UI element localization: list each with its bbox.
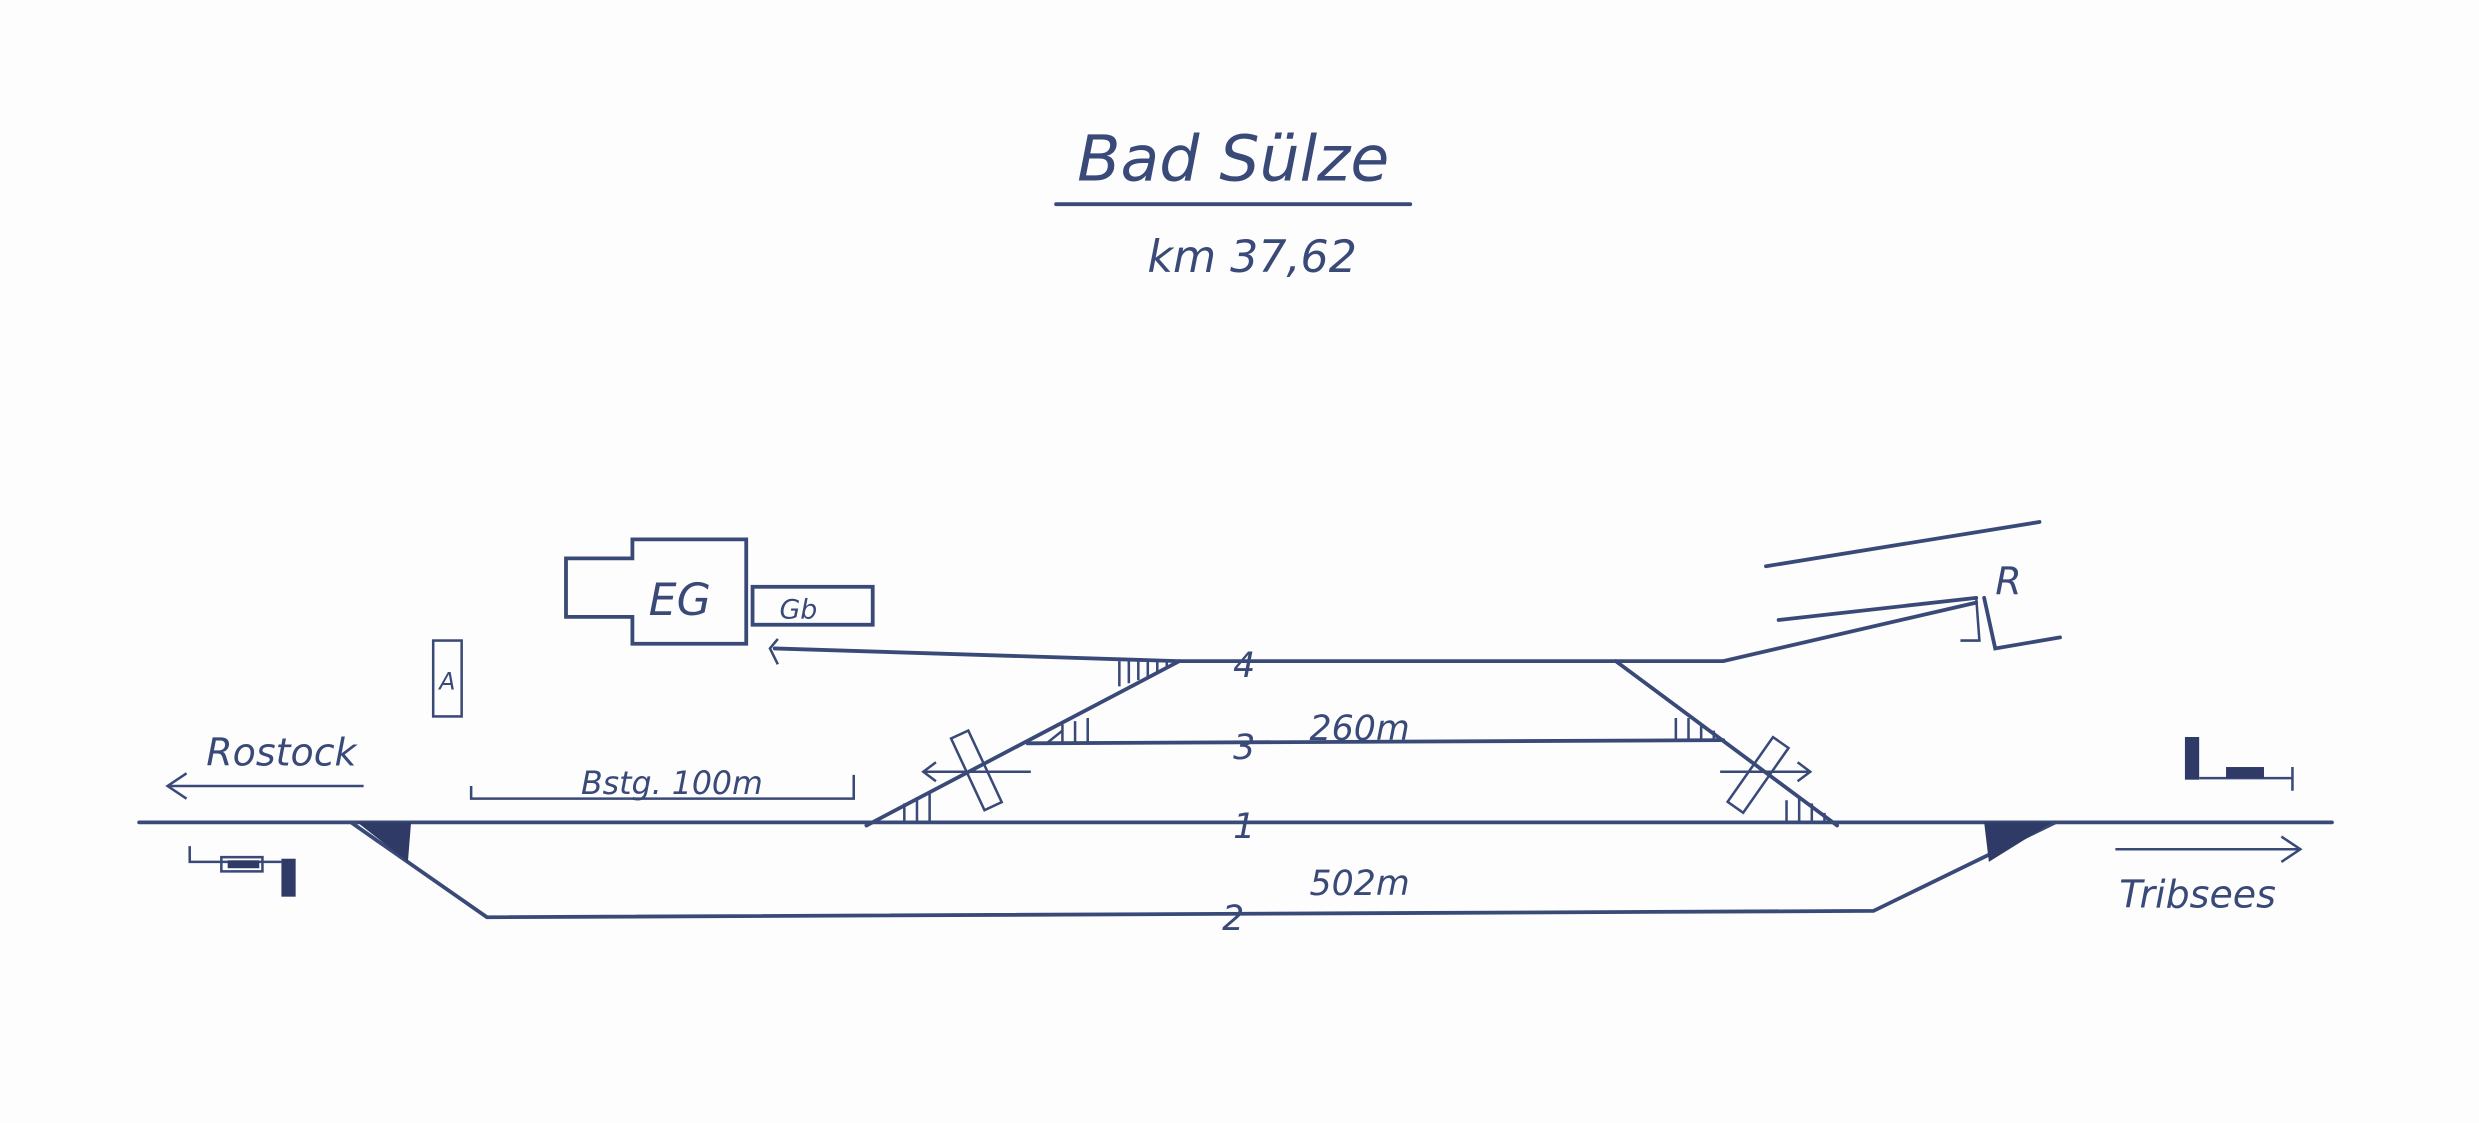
track-2-length: 502m bbox=[1310, 864, 1410, 904]
arrow-right-icon bbox=[2280, 835, 2303, 863]
goods-shed-label: Gb bbox=[779, 594, 817, 625]
platform bbox=[469, 774, 856, 800]
direction-tribsees: Tribsees bbox=[2119, 873, 2276, 917]
track-4-number: 4 bbox=[1233, 646, 1255, 686]
track-2-number: 2 bbox=[1222, 899, 1244, 939]
ramp-end bbox=[1960, 597, 1981, 642]
station-title: Bad Sülze bbox=[1077, 121, 1389, 195]
track-1-number: 1 bbox=[1233, 807, 1255, 847]
switch-marker-left bbox=[357, 822, 412, 862]
switch-hatching bbox=[872, 661, 1826, 824]
switch-marker-right bbox=[1984, 822, 2053, 862]
arrow-left-icon bbox=[165, 772, 188, 800]
crossing-left bbox=[921, 728, 1031, 812]
siding-upper bbox=[1764, 520, 2042, 569]
track-4 bbox=[772, 600, 1979, 663]
toilet-label: A bbox=[437, 668, 455, 696]
ramp-label: R bbox=[1995, 560, 2021, 604]
platform-label: Bstg. 100m bbox=[581, 766, 763, 802]
track-2 bbox=[349, 820, 2058, 920]
siding-ramp bbox=[1776, 595, 1979, 622]
station-building-label: EG bbox=[649, 575, 711, 626]
crossover-left bbox=[864, 659, 1182, 828]
crossing-right bbox=[1720, 735, 1813, 815]
track-3-length: 260m bbox=[1310, 709, 1410, 749]
station-building bbox=[564, 537, 749, 646]
track-3 bbox=[1025, 738, 1726, 746]
crossover-right bbox=[1613, 659, 1840, 828]
signal-left bbox=[188, 846, 296, 897]
track-3-number: 3 bbox=[1233, 728, 1255, 768]
ramp bbox=[1982, 595, 2062, 651]
direction-rostock: Rostock bbox=[206, 730, 358, 774]
buffer-stop bbox=[768, 638, 779, 665]
toilet-building bbox=[431, 639, 463, 718]
signal-right bbox=[2184, 736, 2294, 791]
goods-shed bbox=[750, 584, 875, 627]
km-label: km 37,62 bbox=[1147, 232, 1356, 283]
